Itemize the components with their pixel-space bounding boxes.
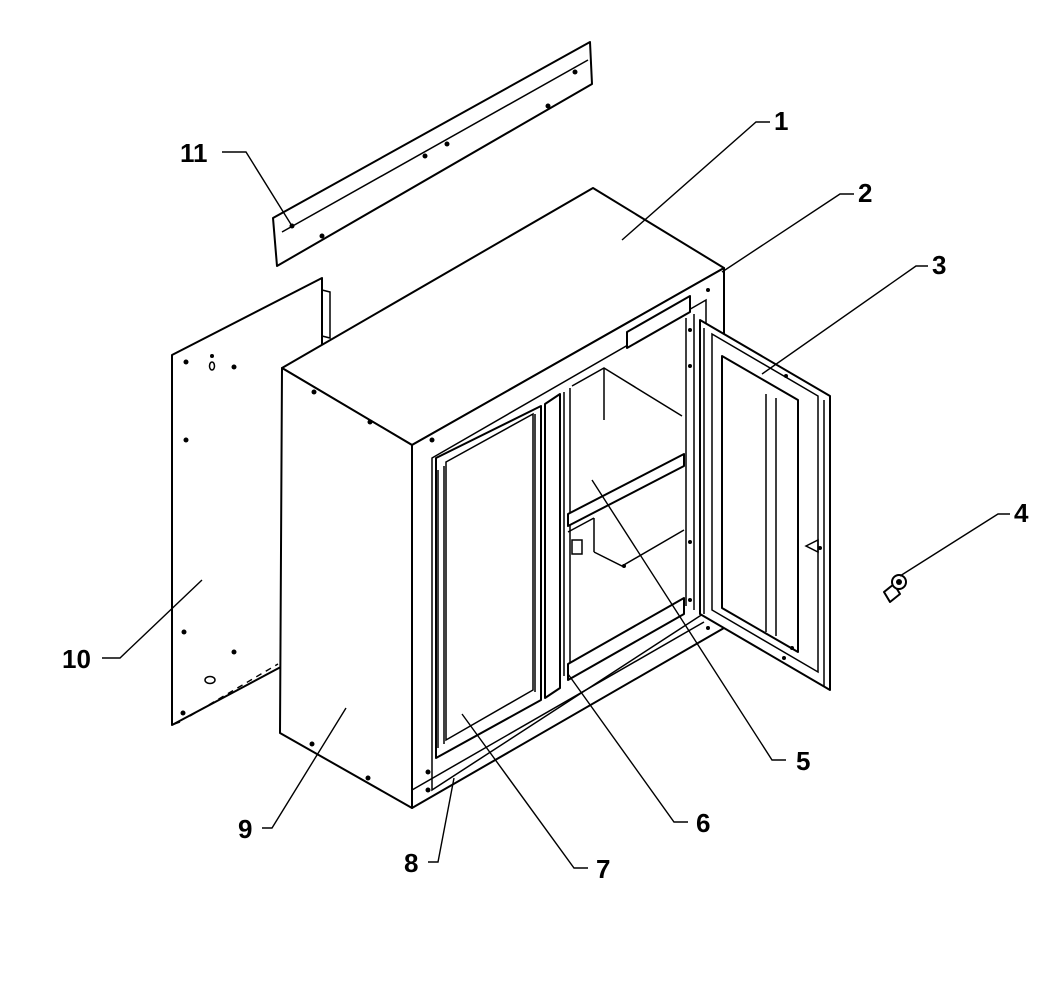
cabinet-body <box>279 187 725 809</box>
shelf <box>567 453 685 527</box>
leader-lines <box>102 121 1010 869</box>
callout-9: 9 <box>238 814 252 844</box>
side-panel <box>279 367 413 809</box>
right-door <box>699 319 831 691</box>
callout-3: 3 <box>932 250 946 280</box>
callout-7: 7 <box>596 854 610 884</box>
callout-8: 8 <box>404 848 418 878</box>
left-door <box>435 405 542 759</box>
callout-labels: 1 2 3 4 5 6 7 8 9 10 11 <box>62 106 1029 884</box>
callout-5: 5 <box>796 746 810 776</box>
callout-2: 2 <box>858 178 872 208</box>
mounting-rail <box>272 41 593 267</box>
callout-4: 4 <box>1014 498 1029 528</box>
callout-11: 11 <box>180 138 208 168</box>
door-knob <box>883 574 907 603</box>
callout-10: 10 <box>62 644 91 674</box>
callout-6: 6 <box>696 808 710 838</box>
callout-1: 1 <box>774 106 788 136</box>
